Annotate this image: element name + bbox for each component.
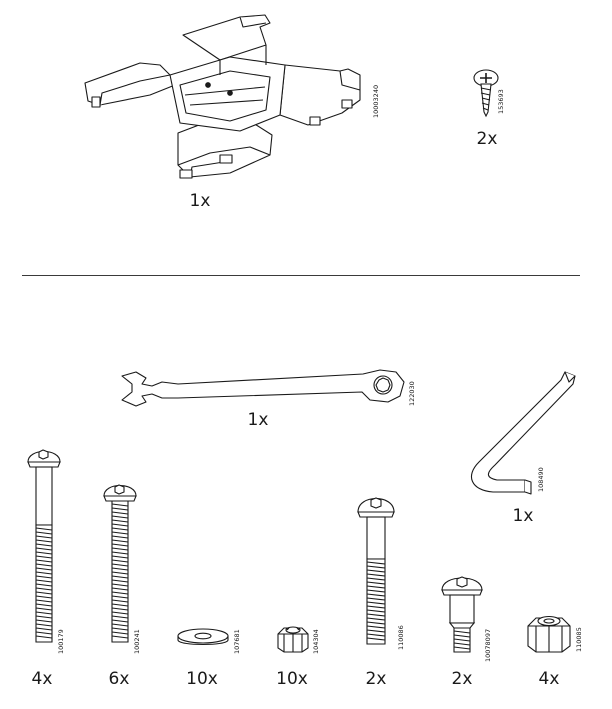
- medium-bolt-illustration: [102, 480, 138, 650]
- wood-screw-illustration: [472, 68, 502, 118]
- washer-quantity: 10x: [186, 669, 218, 689]
- short-bolt-part-number: 110086: [397, 625, 405, 650]
- washer-part-number: 107681: [233, 629, 241, 654]
- wrench-part-number: 122030: [408, 381, 416, 406]
- long-bolt-illustration: [24, 444, 64, 649]
- shoulder-bolt-part-number: 10078097: [484, 628, 492, 662]
- medium-bolt-part-number: 100241: [133, 629, 141, 654]
- small-nut-illustration: [276, 624, 310, 654]
- long-bolt-part-number: 100179: [57, 629, 65, 654]
- large-nut-quantity: 4x: [538, 669, 560, 689]
- short-bolt-quantity: 2x: [365, 669, 387, 689]
- washer-illustration: [176, 626, 230, 650]
- allen-key-part-number: 108490: [537, 467, 545, 492]
- shoulder-bolt-illustration: [440, 572, 484, 658]
- allen-key-quantity: 1x: [512, 506, 534, 526]
- wrench-quantity: 1x: [247, 410, 269, 430]
- wood-screw-quantity: 2x: [476, 129, 498, 149]
- wood-screw-part-number: 153693: [497, 89, 505, 114]
- wrench-illustration: [118, 368, 408, 408]
- medium-bolt-quantity: 6x: [108, 669, 130, 689]
- large-nut-illustration: [526, 612, 572, 656]
- shoulder-bolt-quantity: 2x: [451, 669, 473, 689]
- short-bolt-illustration: [356, 492, 396, 652]
- section-divider: [22, 275, 580, 276]
- base-plate-part-number: 10003240: [372, 84, 380, 118]
- small-nut-part-number: 104304: [312, 629, 320, 654]
- base-plate-quantity: 1x: [189, 191, 211, 211]
- base-plate-illustration: [80, 5, 370, 185]
- long-bolt-quantity: 4x: [31, 669, 53, 689]
- allen-key-illustration: [465, 370, 580, 500]
- small-nut-quantity: 10x: [276, 669, 308, 689]
- large-nut-part-number: 110085: [575, 627, 583, 652]
